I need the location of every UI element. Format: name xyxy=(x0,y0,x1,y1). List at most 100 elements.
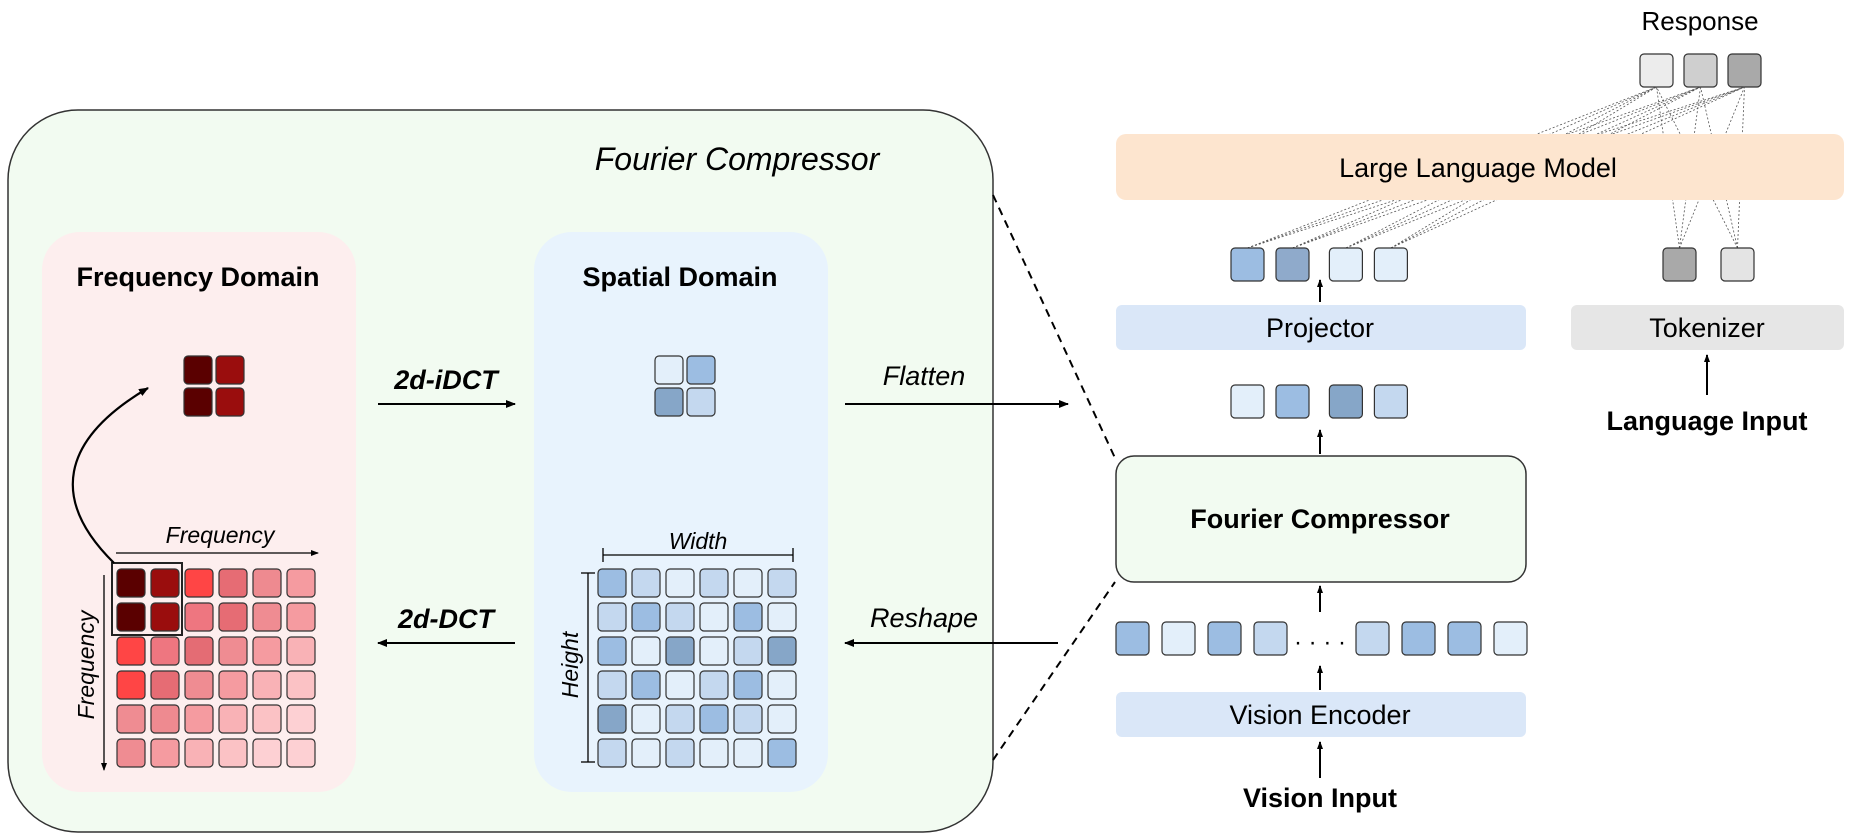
spatial-grid-cell xyxy=(665,738,695,768)
spatial-grid-cell xyxy=(767,704,797,734)
frequency-grid-cell xyxy=(252,636,282,666)
language-token xyxy=(1720,247,1755,282)
frequency-vertical-axis-label: Frequency xyxy=(73,609,99,719)
language-token xyxy=(1662,247,1697,282)
encoder-token xyxy=(1493,621,1528,656)
encoder-token xyxy=(1253,621,1288,656)
frequency-grid-cell xyxy=(218,704,248,734)
spatial-grid-cell xyxy=(733,738,763,768)
frequency-grid-cell xyxy=(116,704,146,734)
frequency-grid-cell xyxy=(218,602,248,632)
compressed-token xyxy=(1275,384,1310,419)
attention-line xyxy=(1700,86,1738,249)
tokenizer-label: Tokenizer xyxy=(1649,313,1765,343)
spatial-grid-cell xyxy=(699,568,729,598)
response-token xyxy=(1683,53,1718,88)
compressed-frequency-grid xyxy=(183,355,245,417)
idct-label: 2d-iDCT xyxy=(393,365,500,395)
vision-input-label: Vision Input xyxy=(1243,783,1397,813)
frequency-grid-cell xyxy=(218,568,248,598)
compressed-tokens xyxy=(1230,384,1409,419)
spatial-grid xyxy=(597,568,797,768)
low-frequency-selection-box xyxy=(111,562,183,636)
spatial-grid-cell xyxy=(767,636,797,666)
language-tokens xyxy=(1662,247,1755,282)
spatial-grid-cell xyxy=(597,602,627,632)
frequency-grid-cell xyxy=(184,636,214,666)
compressed-frequency-cell xyxy=(215,355,245,385)
spatial-grid-cell xyxy=(733,670,763,700)
spatial-grid-cell xyxy=(733,602,763,632)
projector-label: Projector xyxy=(1266,313,1374,343)
spatial-grid-cell xyxy=(631,670,661,700)
encoder-token xyxy=(1161,621,1196,656)
response-token xyxy=(1639,53,1674,88)
encoder-tokens xyxy=(1115,621,1528,656)
fourier-compressor-block xyxy=(1115,455,1527,583)
llm-block xyxy=(1116,134,1844,200)
frequency-grid-cell xyxy=(286,704,316,734)
spatial-grid-cell xyxy=(665,704,695,734)
frequency-grid-cell xyxy=(218,670,248,700)
spatial-grid-cell xyxy=(699,670,729,700)
frequency-grid-cell xyxy=(116,568,146,598)
frequency-grid-cell xyxy=(184,670,214,700)
attention-line xyxy=(1390,86,1745,249)
spatial-grid-cell xyxy=(631,636,661,666)
spatial-grid-cell xyxy=(665,636,695,666)
frequency-grid-cell xyxy=(184,568,214,598)
frequency-grid-cell xyxy=(286,670,316,700)
spatial-grid-cell xyxy=(767,670,797,700)
spatial-grid-cell xyxy=(733,636,763,666)
frequency-grid-cell xyxy=(150,602,180,632)
frequency-grid-cell xyxy=(252,568,282,598)
frequency-grid-cell xyxy=(286,636,316,666)
response-token xyxy=(1727,53,1762,88)
compressed-token xyxy=(1230,384,1265,419)
frequency-grid-cell xyxy=(252,704,282,734)
spatial-grid-cell xyxy=(699,704,729,734)
projected-vision-tokens xyxy=(1230,247,1409,282)
spatial-grid-cell xyxy=(597,738,627,768)
frequency-grid-cell xyxy=(252,602,282,632)
spatial-grid-cell xyxy=(631,568,661,598)
spatial-grid-cell xyxy=(767,568,797,598)
spatial-grid-cell xyxy=(665,602,695,632)
frequency-grid-cell xyxy=(286,738,316,768)
frequency-grid-cell xyxy=(116,738,146,768)
spatial-grid-cell xyxy=(597,568,627,598)
compressed-frequency-cell xyxy=(183,355,213,385)
zoom-line-bottom xyxy=(992,581,1116,761)
spatial-grid-cell xyxy=(733,704,763,734)
attention-line xyxy=(1679,86,1745,249)
spatial-grid-cell xyxy=(665,670,695,700)
frequency-grid-cell xyxy=(116,636,146,666)
frequency-grid xyxy=(116,568,316,768)
projected-vision-token xyxy=(1275,247,1310,282)
attention-line xyxy=(1247,86,1657,249)
frequency-grid-cell xyxy=(150,670,180,700)
compressed-frequency-cell xyxy=(215,387,245,417)
dct-label: 2d-DCT xyxy=(397,604,496,634)
frequency-grid-cell xyxy=(252,738,282,768)
compressed-spatial-cell xyxy=(686,355,716,385)
frequency-grid-cell xyxy=(252,670,282,700)
zoom-line-top xyxy=(992,194,1116,459)
flatten-label: Flatten xyxy=(883,361,966,391)
frequency-grid-cell xyxy=(150,568,180,598)
frequency-grid-cell xyxy=(150,704,180,734)
spatial-grid-cell xyxy=(767,602,797,632)
encoder-tokens-ellipsis: · · · · xyxy=(1294,629,1346,656)
spatial-grid-cell xyxy=(597,636,627,666)
attention-line xyxy=(1292,86,1701,249)
frequency-grid-cell xyxy=(116,670,146,700)
frequency-grid-cell xyxy=(184,602,214,632)
projected-vision-token xyxy=(1230,247,1265,282)
compressed-spatial-cell xyxy=(654,387,684,417)
spatial-grid-cell xyxy=(699,602,729,632)
vision-encoder-label: Vision Encoder xyxy=(1229,700,1410,730)
attention-line xyxy=(1345,86,1701,249)
encoder-token xyxy=(1447,621,1482,656)
spatial-grid-cell xyxy=(631,704,661,734)
